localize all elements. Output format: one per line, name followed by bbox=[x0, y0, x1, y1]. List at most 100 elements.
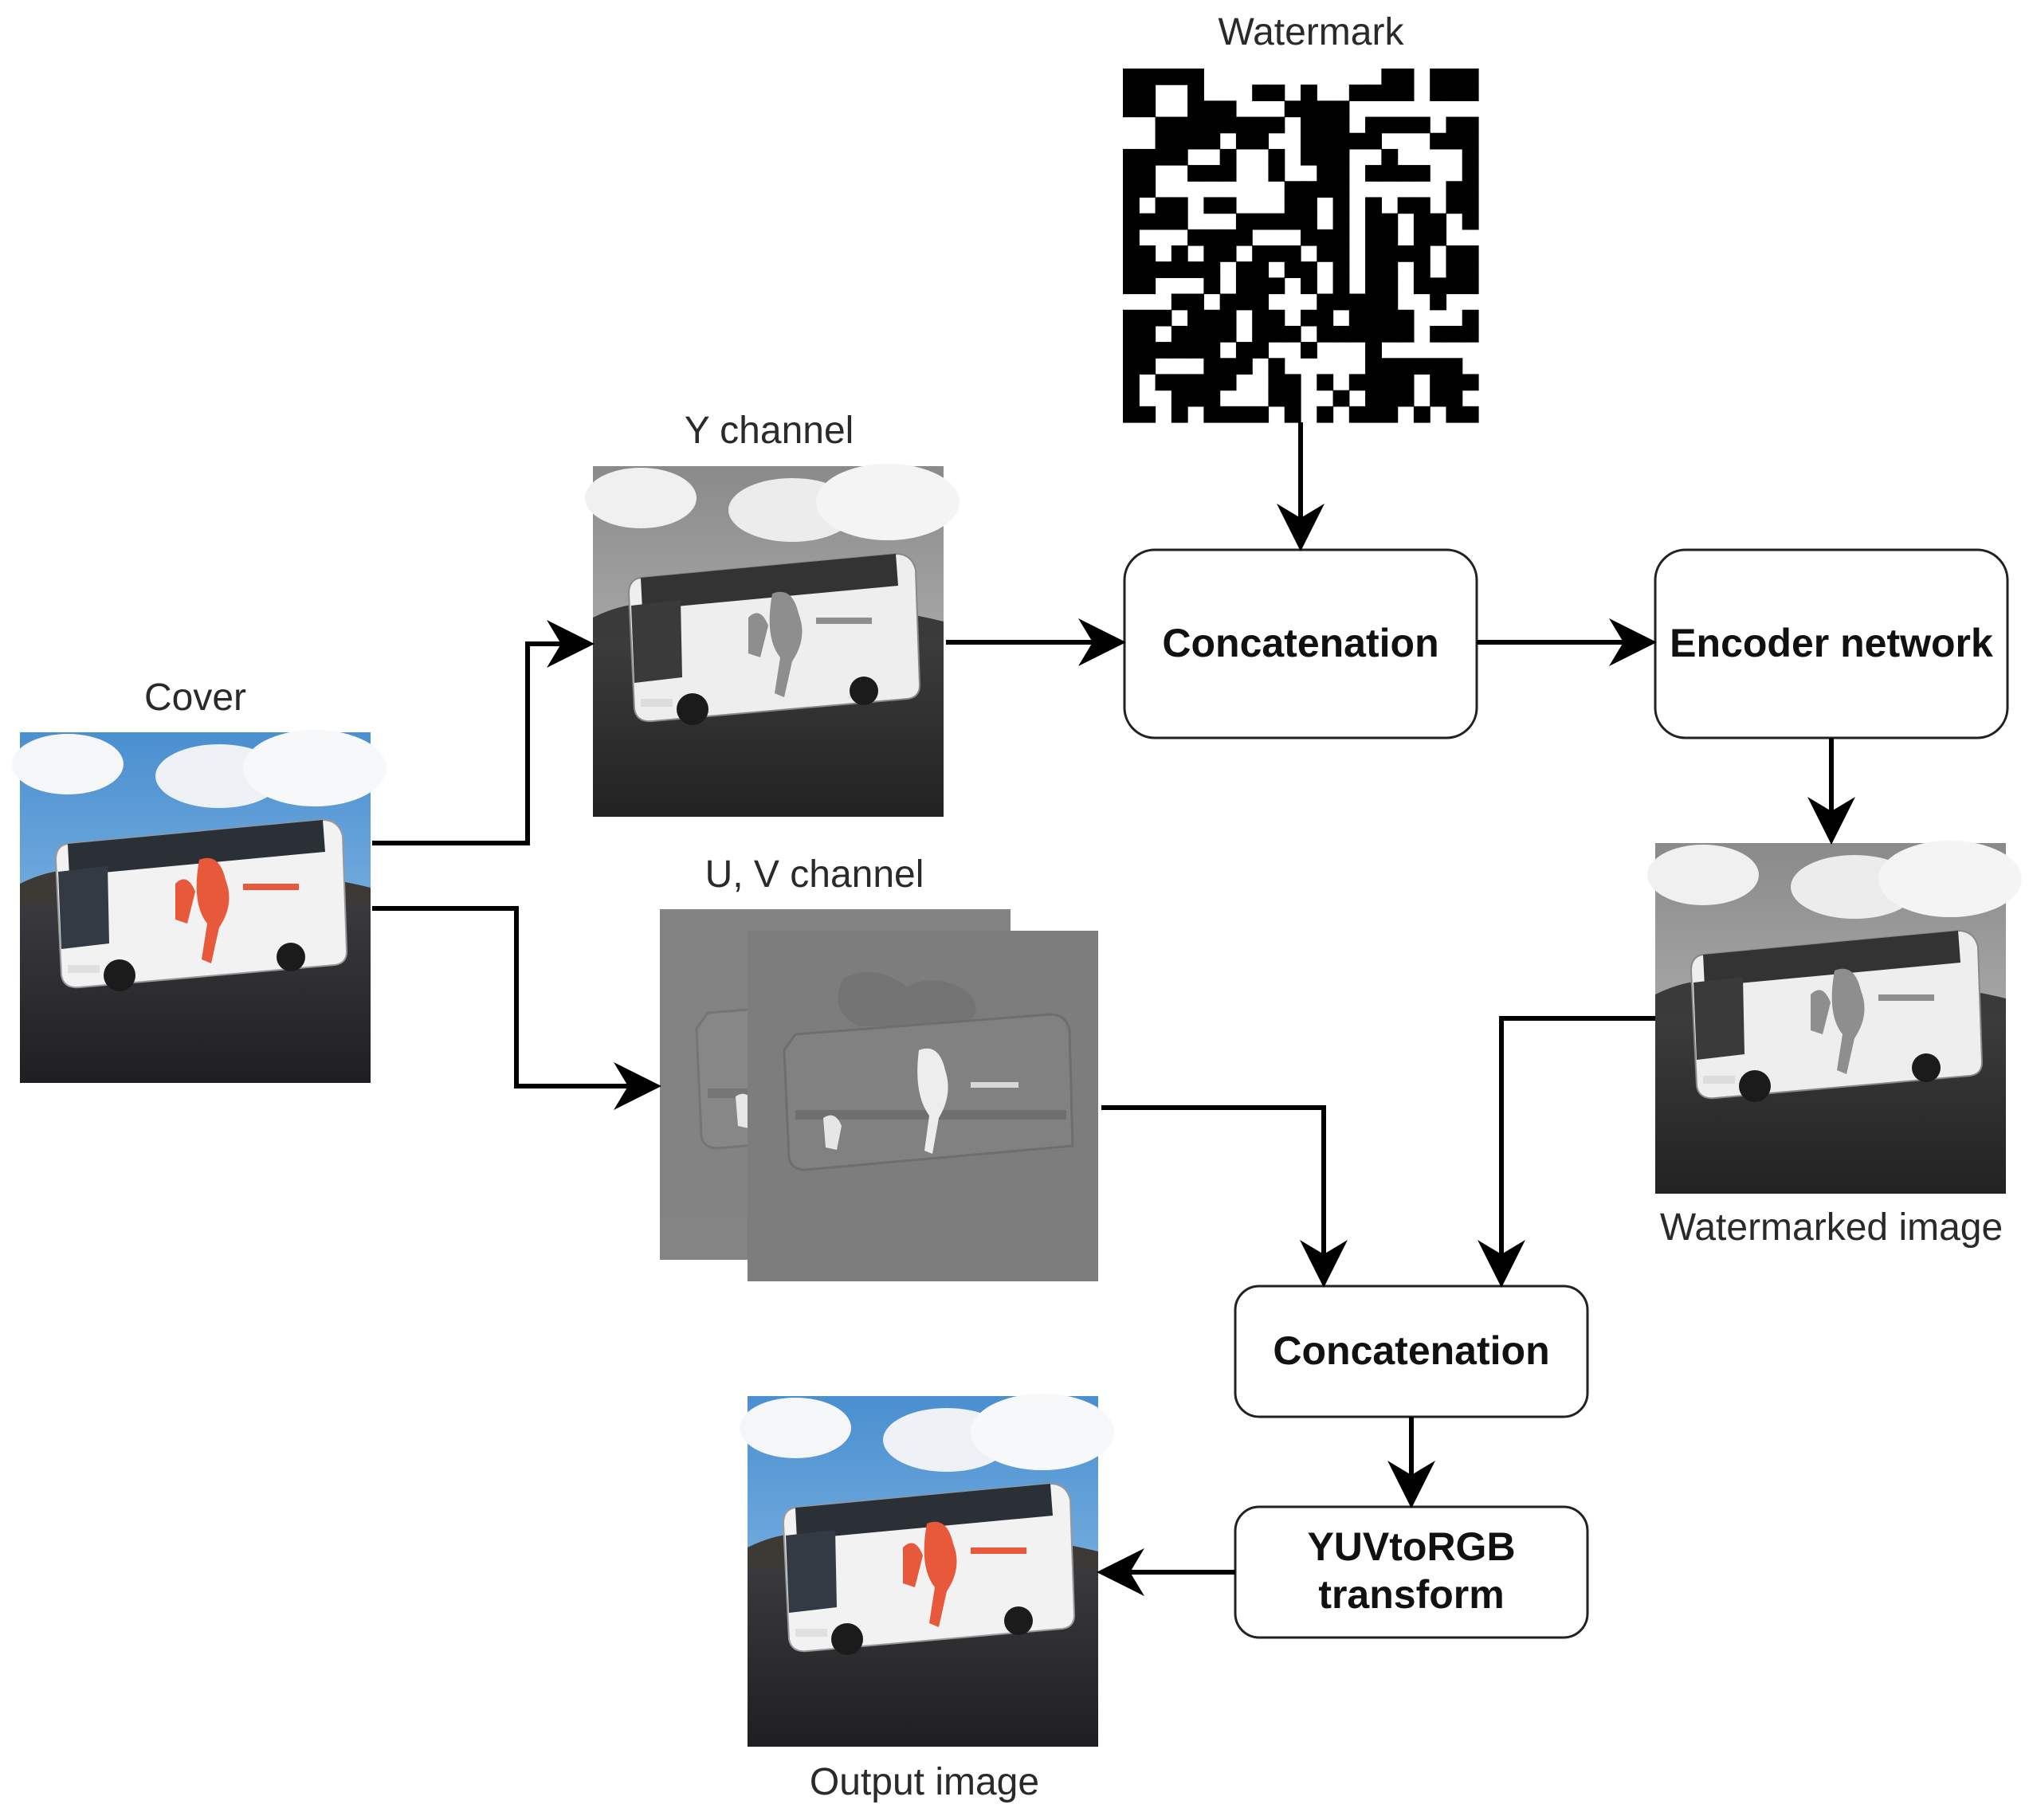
watermark-bit bbox=[1203, 374, 1221, 391]
watermark-bit bbox=[1155, 69, 1172, 85]
watermark-bit bbox=[1219, 148, 1237, 166]
watermark-bit bbox=[1123, 325, 1140, 343]
watermark-bit bbox=[1462, 165, 1479, 182]
watermark-bit bbox=[1252, 84, 1270, 101]
watermark-bit bbox=[1123, 342, 1140, 359]
watermark-bit bbox=[1462, 213, 1479, 230]
output-image bbox=[739, 1393, 1115, 1747]
watermark-bit bbox=[1365, 132, 1382, 150]
watermark-bit bbox=[1219, 165, 1237, 182]
watermark-bit bbox=[1317, 148, 1334, 166]
watermark-bit bbox=[1139, 100, 1156, 118]
watermark-bit bbox=[1123, 374, 1140, 391]
watermark-bit bbox=[1219, 309, 1237, 327]
watermark-bit bbox=[1317, 293, 1334, 311]
watermark-bit bbox=[1284, 261, 1301, 278]
watermark-bit bbox=[1203, 116, 1221, 134]
watermark-bit bbox=[1203, 390, 1221, 407]
watermark-bit bbox=[1381, 309, 1399, 327]
watermark-bit bbox=[1301, 84, 1317, 101]
watermark-bit bbox=[1462, 181, 1479, 198]
watermark-bit bbox=[1430, 390, 1447, 407]
watermark-bit bbox=[1284, 374, 1301, 391]
watermark-bit bbox=[1268, 374, 1285, 391]
watermark-bit bbox=[1123, 406, 1140, 423]
watermark-bit bbox=[1365, 84, 1382, 101]
watermark-bit bbox=[1332, 165, 1350, 182]
watermark-bit bbox=[1301, 277, 1317, 295]
watermark-bit bbox=[1252, 293, 1270, 311]
watermark-bit bbox=[1365, 277, 1382, 295]
watermark-bit bbox=[1397, 197, 1415, 214]
watermark-bit bbox=[1348, 374, 1366, 391]
watermark-bit bbox=[1139, 261, 1156, 278]
watermark-bit bbox=[1252, 261, 1270, 278]
watermark-bit bbox=[1301, 197, 1317, 214]
watermark-bit bbox=[1317, 116, 1334, 134]
watermark-bit bbox=[1446, 261, 1463, 278]
watermark-bit bbox=[1187, 132, 1204, 150]
watermark-bit bbox=[1139, 406, 1156, 423]
watermark-bit bbox=[1123, 358, 1140, 375]
watermark-bit bbox=[1139, 84, 1156, 101]
watermark-bit bbox=[1381, 165, 1399, 182]
watermark-bit bbox=[1462, 245, 1479, 262]
watermark-bit bbox=[1446, 390, 1463, 407]
watermark-bit bbox=[1187, 116, 1204, 134]
watermark-bit bbox=[1139, 358, 1156, 375]
watermark-bit bbox=[1268, 325, 1285, 343]
watermark-bit bbox=[1219, 197, 1237, 214]
watermark-bit bbox=[1203, 229, 1221, 246]
watermark-bit bbox=[1317, 181, 1334, 198]
watermark-bit bbox=[1301, 132, 1317, 150]
watermark-bit bbox=[1365, 229, 1382, 246]
watermark-bit bbox=[1381, 277, 1399, 295]
watermark-bit bbox=[1381, 358, 1399, 375]
watermark-bit bbox=[1348, 132, 1366, 150]
watermark-bit bbox=[1348, 293, 1366, 311]
cover-label: Cover bbox=[144, 677, 246, 719]
watermark-bit bbox=[1235, 358, 1253, 375]
watermark-bit bbox=[1203, 132, 1221, 150]
watermark-bit bbox=[1365, 213, 1382, 230]
watermark-bit bbox=[1252, 277, 1270, 295]
watermark-bit bbox=[1413, 116, 1431, 134]
watermark-bit bbox=[1139, 181, 1156, 198]
watermark-bit bbox=[1332, 277, 1350, 295]
y-channel-label: Y channel bbox=[685, 410, 854, 452]
watermark-bit bbox=[1365, 116, 1382, 134]
watermark-bit bbox=[1397, 69, 1415, 85]
watermark-bit bbox=[1252, 213, 1270, 230]
watermark-bit bbox=[1430, 69, 1447, 85]
watermark-bit bbox=[1171, 406, 1188, 423]
yuv-to-rgb-node: YUVtoRGB transform bbox=[1234, 1505, 1589, 1639]
watermark-bit bbox=[1155, 197, 1172, 214]
watermark-bit bbox=[1203, 325, 1221, 343]
watermark-bit bbox=[1123, 229, 1140, 246]
watermark-bit bbox=[1252, 325, 1270, 343]
watermark-bit bbox=[1123, 148, 1140, 166]
watermark-bit bbox=[1430, 84, 1447, 101]
watermark-bit bbox=[1252, 116, 1270, 134]
watermark-bit bbox=[1446, 245, 1463, 262]
watermark-bit bbox=[1317, 309, 1334, 327]
watermark-bit bbox=[1123, 213, 1140, 230]
watermark-bit bbox=[1123, 390, 1140, 407]
watermarked-image bbox=[1646, 840, 2023, 1194]
watermark-bit bbox=[1139, 325, 1156, 343]
output-image-label: Output image bbox=[810, 1761, 1039, 1803]
watermark-bit bbox=[1301, 148, 1317, 166]
watermark-bit bbox=[1413, 165, 1431, 182]
watermark-bit bbox=[1381, 406, 1399, 423]
watermark-bit bbox=[1397, 116, 1415, 134]
watermark-bit bbox=[1430, 325, 1447, 343]
watermark-bit bbox=[1123, 165, 1140, 182]
watermark-bit bbox=[1413, 197, 1431, 214]
watermark-bit bbox=[1252, 245, 1270, 262]
watermark-bit bbox=[1155, 374, 1172, 391]
yuv-to-rgb-label-line1: YUVtoRGB bbox=[1307, 1524, 1515, 1569]
watermark-bit bbox=[1284, 181, 1301, 198]
watermark-bit bbox=[1413, 213, 1431, 230]
watermark-bit bbox=[1123, 181, 1140, 198]
